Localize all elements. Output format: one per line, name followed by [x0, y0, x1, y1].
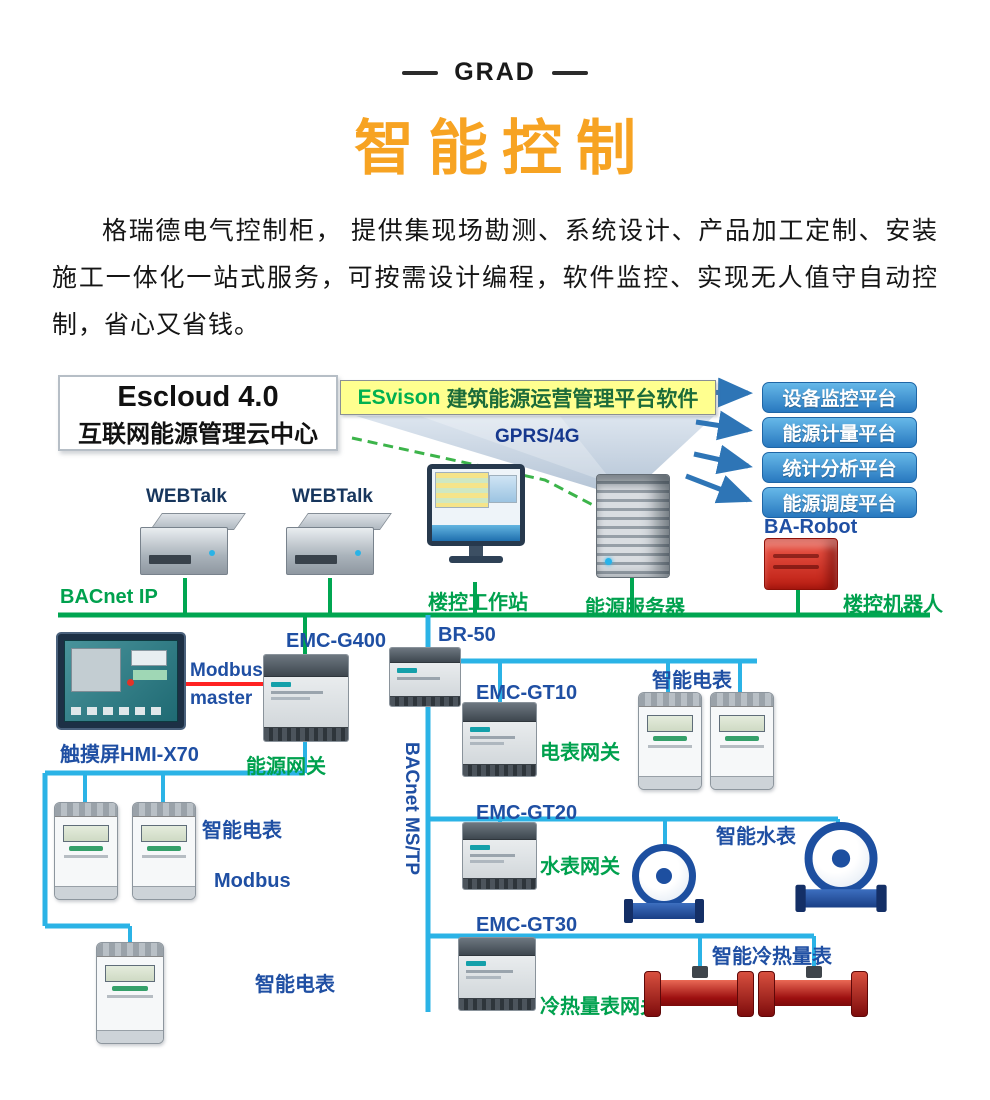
emc-g400-device	[263, 654, 349, 742]
esvison-brand: ESvison	[357, 385, 441, 409]
modbus-master-label-2: master	[190, 688, 253, 709]
water-meter-2	[795, 822, 887, 913]
brand-dash-left	[402, 70, 439, 75]
emc-gt30-device	[458, 937, 536, 1011]
intro-paragraph: 格瑞德电气控制柜， 提供集现场勘测、系统设计、产品加工定制、安装施工一体化一站式…	[52, 217, 938, 339]
modbus-master-label-1: Modbus	[190, 660, 263, 681]
brand-text: GRAD	[454, 58, 536, 86]
ba-robot-label: BA-Robot	[764, 516, 858, 538]
energy-server-label: 能源服务器	[585, 597, 685, 619]
escloud-box: Escloud 4.0 互联网能源管理云中心	[58, 375, 338, 451]
smart-meter-l3	[96, 942, 164, 1044]
bacnet-mstp-label: BACnet MS/TP	[401, 742, 422, 875]
page-title: 智能控制	[354, 115, 650, 182]
energy-server-device	[596, 474, 670, 578]
system-diagram: Escloud 4.0 互联网能源管理云中心 ESvison 建筑能源运营管理平…	[0, 370, 990, 1100]
led-icon	[209, 550, 215, 556]
platform-statistics-analysis: 统计分析平台	[762, 452, 917, 483]
esvison-banner: ESvison 建筑能源运营管理平台软件	[340, 380, 716, 415]
heat-meter-1	[644, 966, 754, 1017]
webtalk-right-label: WEBTalk	[292, 486, 373, 507]
gprs-label: GPRS/4G	[495, 426, 580, 447]
heat-gateway-label: 冷热量表网关	[540, 996, 660, 1018]
emc-gt10-label: EMC-GT10	[476, 682, 578, 704]
smart-heat-label: 智能冷热量表	[712, 946, 832, 968]
smart-meter-r2	[710, 692, 774, 790]
emc-g400-label: EMC-G400	[286, 630, 387, 652]
esvison-text: 建筑能源运营管理平台软件	[446, 387, 699, 411]
webtalk-right-device	[286, 513, 392, 575]
workstation-monitor	[427, 464, 525, 563]
led-icon	[355, 550, 361, 556]
heat-meter-2	[758, 966, 868, 1017]
hmi-label: 触摸屏HMI-X70	[60, 744, 199, 766]
ba-robot-device	[764, 538, 838, 590]
br50-device	[389, 647, 461, 707]
platform-energy-dispatch: 能源调度平台	[762, 487, 917, 518]
workstation-label: 楼控工作站	[428, 592, 528, 614]
smart-meter-l2	[132, 802, 196, 900]
hmi-touchscreen-device	[56, 632, 186, 730]
meter-gateway-label: 电表网关	[540, 742, 620, 764]
emc-gt20-device	[462, 822, 537, 890]
webtalk-left-device	[140, 513, 246, 575]
platform-energy-metering: 能源计量平台	[762, 417, 917, 448]
emc-gt30-label: EMC-GT30	[476, 914, 578, 936]
smart-meter-left-bottom-label: 智能电表	[255, 974, 335, 996]
escloud-title: Escloud 4.0	[117, 381, 279, 413]
emc-gt20-label: EMC-GT20	[476, 802, 578, 824]
smart-meter-left-top-label: 智能电表	[202, 820, 282, 842]
bacnet-ip-label: BACnet IP	[60, 586, 158, 608]
water-meter-1	[624, 844, 704, 923]
smart-meter-r1	[638, 692, 702, 790]
escloud-subtitle: 互联网能源管理云中心	[78, 421, 318, 448]
energy-gateway-label: 能源网关	[246, 756, 326, 778]
platform-device-monitoring: 设备监控平台	[762, 382, 917, 413]
brand-row: GRAD	[0, 58, 990, 87]
robot-cn-label: 楼控机器人	[843, 594, 943, 616]
smart-meter-l1	[54, 802, 118, 900]
smart-meter-right-label: 智能电表	[652, 670, 732, 692]
smart-water-label: 智能水表	[716, 826, 796, 848]
br50-label: BR-50	[438, 624, 496, 646]
water-gateway-label: 水表网关	[540, 856, 620, 878]
emc-gt10-device	[462, 702, 537, 777]
brand-dash-right	[551, 70, 588, 75]
modbus-label: Modbus	[214, 870, 291, 892]
webtalk-left-label: WEBTalk	[146, 486, 227, 507]
